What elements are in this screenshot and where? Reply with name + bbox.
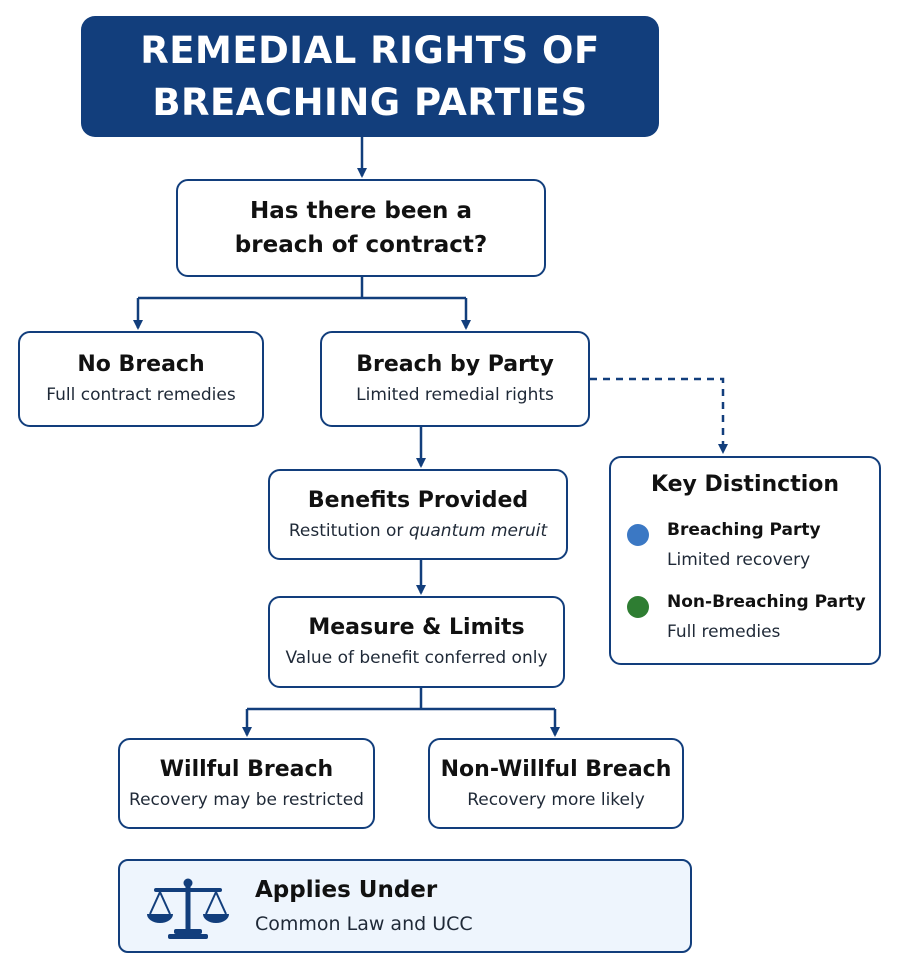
no-breach-node: No Breach Full contract remedies: [18, 331, 264, 427]
applies-under-title: Applies Under: [255, 877, 438, 903]
applies-under-panel: Applies Under Common Law and UCC: [118, 859, 692, 953]
measure-limits-title: Measure & Limits: [308, 615, 525, 640]
breaching-party-label: Breaching Party: [667, 520, 821, 540]
applies-under-subtitle: Common Law and UCC: [255, 913, 473, 935]
willful-breach-title: Willful Breach: [159, 756, 334, 782]
no-breach-title: No Breach: [77, 352, 205, 377]
benefits-provided-subtitle-emphasis: quantum meruit: [408, 520, 548, 541]
dashed-arrow-to-key-distinction: [590, 377, 728, 454]
benefits-provided-subtitle: Restitution or quantum meruit: [289, 518, 547, 544]
key-distinction-panel: Key Distinction Breaching Party Limited …: [609, 456, 881, 665]
measure-limits-subtitle: Value of benefit conferred only: [285, 648, 548, 668]
willful-breach-subtitle: Recovery may be restricted: [129, 789, 364, 810]
diagram-title: REMEDIAL RIGHTS OF BREACHING PARTIES: [140, 28, 600, 124]
breaching-party-description: Limited recovery: [667, 550, 811, 570]
title-banner: REMEDIAL RIGHTS OF BREACHING PARTIES: [81, 16, 659, 137]
non-breaching-party-label: Non-Breaching Party: [667, 592, 866, 612]
breaching-party-dot-icon: [627, 524, 649, 546]
measure-limits-node: Measure & Limits Value of benefit confer…: [268, 596, 565, 688]
breach-by-party-title: Breach by Party: [356, 352, 554, 377]
breach-by-party-node: Breach by Party Limited remedial rights: [320, 331, 590, 427]
breach-by-party-subtitle: Limited remedial rights: [356, 385, 554, 405]
benefits-provided-subtitle-prefix: Restitution or: [288, 520, 409, 541]
non-willful-breach-title: Non-Willful Breach: [440, 756, 672, 782]
non-willful-breach-subtitle: Recovery more likely: [467, 789, 645, 810]
willful-breach-node: Willful Breach Recovery may be restricte…: [118, 738, 375, 829]
scales-of-justice-icon: [147, 878, 229, 939]
non-breaching-party-dot-icon: [627, 596, 649, 618]
key-distinction-title: Key Distinction: [650, 472, 840, 497]
question-node: Has there been a breach of contract?: [176, 179, 546, 277]
benefits-provided-title: Benefits Provided: [307, 487, 529, 513]
no-breach-subtitle: Full contract remedies: [46, 385, 236, 405]
benefits-provided-node: Benefits Provided Restitution or quantum…: [268, 469, 568, 560]
question-text: Has there been a breach of contract?: [234, 198, 488, 258]
non-breaching-party-description: Full remedies: [667, 622, 781, 642]
non-willful-breach-node: Non-Willful Breach Recovery more likely: [428, 738, 684, 829]
